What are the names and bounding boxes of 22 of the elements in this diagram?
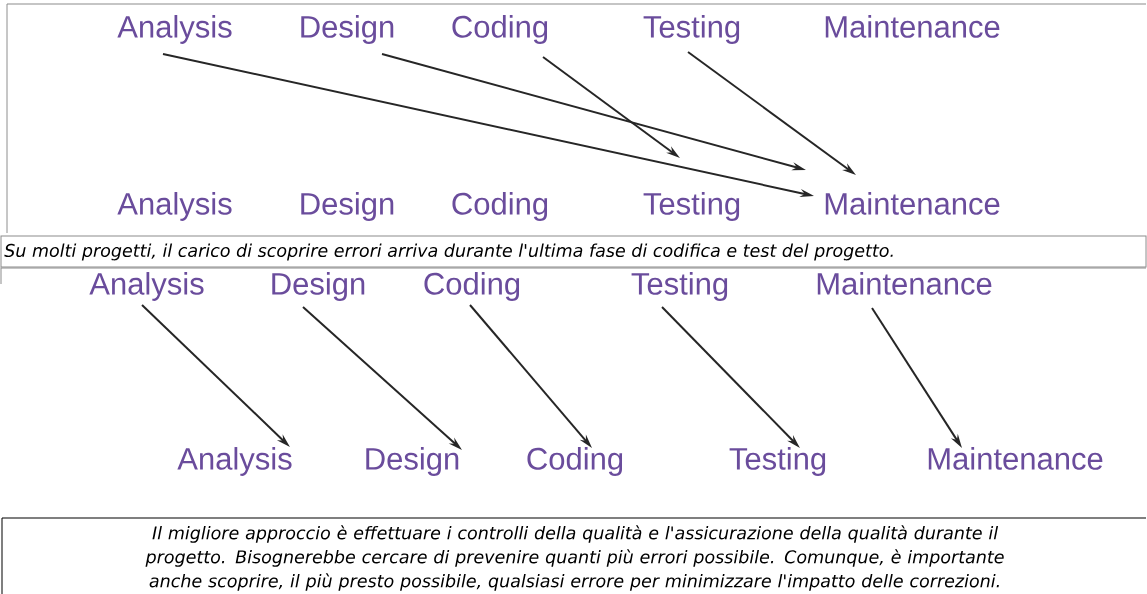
stage-label: Maintenance <box>817 272 992 295</box>
stage-label: Coding <box>452 15 548 44</box>
stage-label: Maintenance <box>825 192 1000 215</box>
caption: Su molti progetti, il carico di scoprire errori arriva durante l'ultima fase di codifica e test del progetto. <box>0 235 1147 268</box>
stage-label: Analysis <box>89 272 204 301</box>
stage-label: Maintenance <box>928 447 1103 470</box>
caption: Il migliore approccio è effettuare i controlli della qualità e l'assicurazione della qualità durante il progetto. Bisognerebbe cercare di prevenire quanti più errori possibile. Comunque, è importante anche scoprire, il più presto possibile, qualsiasi errore per minimizzare l'impatto delle correzioni. <box>1 517 1147 594</box>
stage-label: Design <box>301 192 394 221</box>
stage-label: Coding <box>452 192 548 221</box>
stage-label: Analysis <box>177 447 292 476</box>
stage-label: Testing <box>643 192 740 221</box>
stage-label: Design <box>272 272 365 301</box>
stage-label: Testing <box>643 15 740 44</box>
stage-label: Design <box>366 447 459 476</box>
stage-label: Coding <box>424 272 520 301</box>
stage-label: Coding <box>527 447 623 476</box>
stage-label: Analysis <box>117 192 232 221</box>
stage-label: Testing <box>729 447 826 476</box>
stage-label: Analysis <box>117 15 232 44</box>
stage-label: Maintenance <box>825 15 1000 38</box>
stage-label: Testing <box>631 272 728 301</box>
stage-label: Design <box>301 15 394 44</box>
